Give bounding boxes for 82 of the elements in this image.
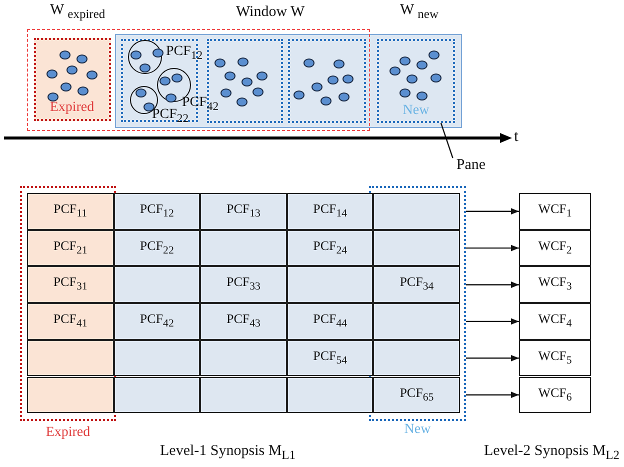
table-cell <box>373 193 460 230</box>
table-cell <box>373 303 460 340</box>
table-cell <box>114 376 200 414</box>
table-cell <box>373 376 460 414</box>
table-cell <box>27 376 114 414</box>
pane <box>288 39 366 123</box>
table-cell <box>373 340 460 376</box>
table-cell <box>114 340 200 376</box>
table-cell <box>27 193 114 230</box>
cell-text: PCF$_{54}$ <box>313 348 348 368</box>
column-label: Expired <box>44 425 92 440</box>
cell-text: PCF$_{43}$ <box>226 312 260 331</box>
cell-text: PCF$_{41}$ <box>53 312 88 331</box>
table-cell <box>114 266 200 304</box>
cell-text: PCF$_{65}$ <box>400 386 434 404</box>
arrow <box>466 392 519 398</box>
table-cell <box>286 230 374 266</box>
synopsis-caption: Level-1 Synopsis M$_{L1}$ <box>160 443 296 463</box>
cluster-label: PCF$_{12}$ <box>166 44 203 63</box>
wcf-box <box>519 193 591 230</box>
table-cell <box>286 376 374 414</box>
table-cell <box>27 340 114 376</box>
table-cell <box>200 376 287 414</box>
window-label: Window W <box>236 4 305 20</box>
window-label: W $_{expired}$ <box>50 2 106 22</box>
table-cell <box>27 303 114 340</box>
new-pane <box>377 39 455 123</box>
cell-text: PCF$_{31}$ <box>53 275 88 294</box>
new-window-region <box>115 34 462 128</box>
cell-text: PCF$_{13}$ <box>226 202 260 221</box>
axis-label: t <box>514 128 518 146</box>
window-label: W $_{new}$ <box>400 2 438 22</box>
synopsis-caption: Level-2 Synopsis M$_{L2}$ <box>484 443 620 463</box>
table-cell <box>200 230 287 266</box>
table-cell <box>27 230 114 266</box>
pane-label: Pane <box>456 156 486 174</box>
column-label: New <box>403 422 432 438</box>
cell-text: PCF$_{21}$ <box>53 238 88 258</box>
table-cell <box>286 266 374 304</box>
cell-text: PCF$_{33}$ <box>226 275 260 294</box>
pane-label: New <box>402 102 430 118</box>
wcf-box <box>519 266 591 304</box>
table-cell <box>200 193 287 230</box>
table-cell <box>373 230 460 266</box>
leader-line <box>440 122 454 158</box>
expired-pane <box>34 38 110 120</box>
table-cell <box>373 266 460 304</box>
wcf-label: WCF$_{3}$ <box>538 275 572 294</box>
cell-text: PCF$_{14}$ <box>313 202 348 221</box>
table-cell <box>114 303 200 340</box>
cell-text: PCF$_{11}$ <box>54 202 88 221</box>
cell-text: PCF$_{42}$ <box>140 312 174 331</box>
wcf-box <box>519 230 591 266</box>
wcf-label: WCF$_{1}$ <box>538 202 572 221</box>
table-cell <box>200 303 287 340</box>
wcf-label: WCF$_{5}$ <box>538 348 572 368</box>
arrow <box>466 208 519 215</box>
table-cell <box>286 193 374 230</box>
cell-text: PCF$_{44}$ <box>313 312 348 331</box>
wcf-box <box>519 376 591 414</box>
wcf-label: WCF$_{2}$ <box>538 238 572 258</box>
wcf-label: WCF$_{6}$ <box>538 386 572 404</box>
cell-text: PCF$_{34}$ <box>400 275 434 294</box>
cell-text: PCF$_{22}$ <box>140 238 174 258</box>
pane <box>207 39 283 123</box>
pane-label: Expired <box>48 100 96 116</box>
table-cell <box>27 266 114 304</box>
cell-text: PCF$_{24}$ <box>313 238 348 258</box>
arrow <box>466 318 519 325</box>
cell-text: PCF$_{12}$ <box>140 202 174 221</box>
table-cell <box>114 230 200 266</box>
arrow <box>466 282 519 288</box>
table-cell <box>286 303 374 340</box>
table-cell <box>114 193 200 230</box>
arrow <box>466 354 519 362</box>
table-cell <box>286 340 374 376</box>
table-cell <box>200 340 287 376</box>
arrow <box>466 244 519 252</box>
wcf-label: WCF$_{4}$ <box>538 312 572 331</box>
wcf-box <box>519 303 591 340</box>
table-cell <box>200 266 287 304</box>
wcf-box <box>519 340 591 376</box>
